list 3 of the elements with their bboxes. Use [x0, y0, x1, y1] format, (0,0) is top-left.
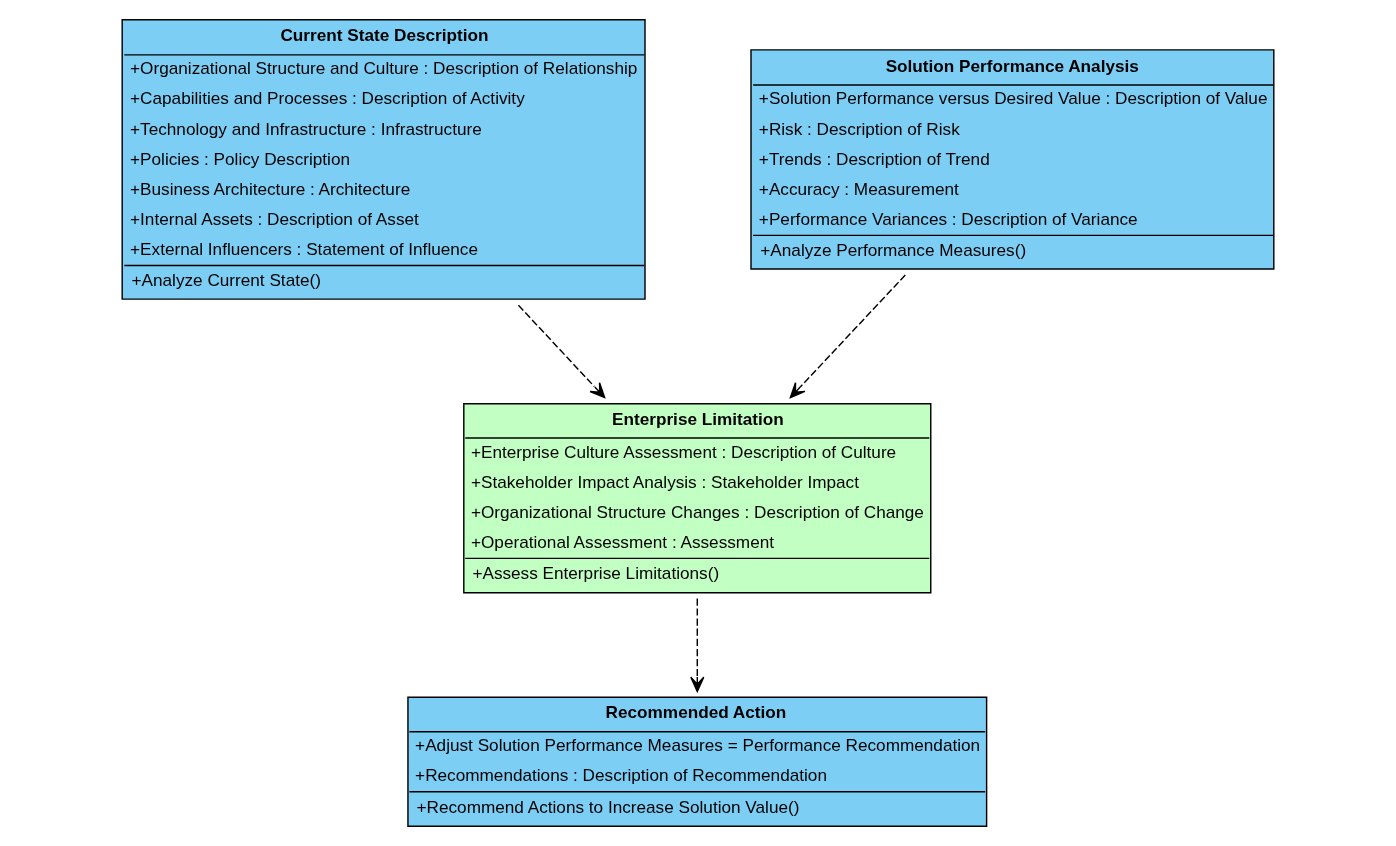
arrow: [517, 304, 606, 399]
arrow: [690, 597, 705, 693]
arrow: [789, 274, 906, 399]
